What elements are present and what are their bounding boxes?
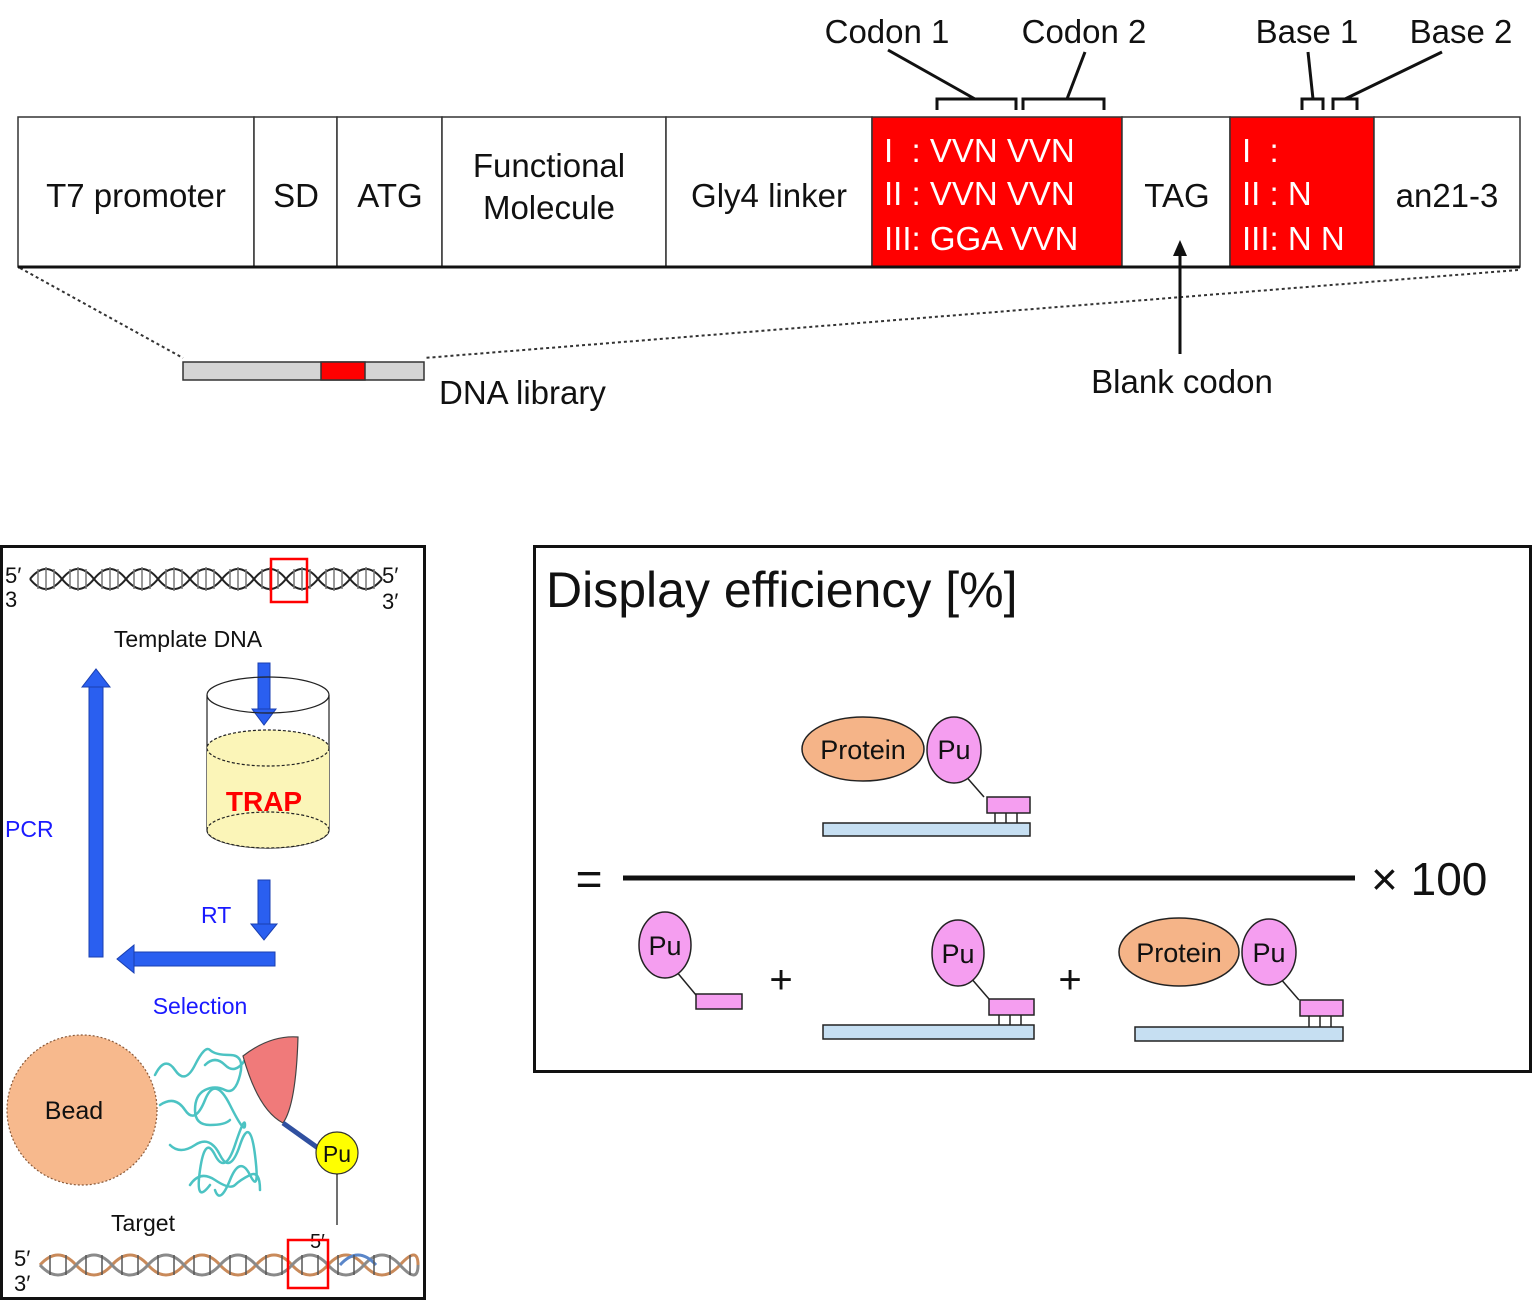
template-dna-label: Template DNA (114, 626, 263, 652)
term3-pu (1241, 918, 1297, 986)
label-functional: Functional (473, 147, 625, 184)
zoom-line-right (423, 269, 1519, 359)
segment-t7-promoter (17, 116, 255, 268)
codon2-label: Codon 2 (1022, 13, 1147, 50)
target-dna-helix (38, 1253, 420, 1277)
free-pu (638, 911, 692, 979)
term2-pu-label: Pu (941, 939, 974, 969)
codon2-bracket (1021, 51, 1106, 110)
blank-codon-label: Blank codon (1091, 363, 1273, 400)
construct-bar (17, 116, 1521, 269)
numerator-complex: Protein Pu (801, 716, 1031, 837)
label-t7-promoter: T7 promoter (46, 177, 226, 214)
trap-label: TRAP (226, 786, 302, 817)
numerator-pu-label: Pu (937, 735, 970, 765)
trap-reaction-tube (206, 676, 330, 849)
free-pu-label: Pu (648, 931, 681, 961)
segment-sd (253, 116, 338, 268)
target-3prime-left: 3′ (14, 1271, 30, 1296)
base2-label: Base 2 (1410, 13, 1513, 50)
library-variable-region (320, 361, 366, 381)
codon-line-2: II : VVN VVN (884, 175, 1075, 212)
denominator-term-protein-complex: Protein Pu (1118, 917, 1344, 1042)
base2-bracket (1331, 50, 1443, 110)
term2-strand (822, 1024, 1035, 1040)
term3-linker-block (1299, 999, 1344, 1017)
selection-arrow (116, 943, 276, 975)
base-line-1: I : (1242, 132, 1279, 169)
codon1-bracket (887, 48, 1018, 110)
pcr-label: PCR (5, 816, 54, 842)
term2-pu (931, 919, 985, 987)
pcr-arrow (80, 668, 112, 958)
base1-label: Base 1 (1256, 13, 1359, 50)
target-5prime-mark: 5′ (310, 1231, 325, 1253)
blank-codon-arrow (1173, 240, 1187, 354)
template-5prime-left: 5′ (5, 563, 21, 588)
trap-cycle-panel: 5′ 3 5′ 3′ Template DNA PCR TRAP RT Sele… (0, 545, 426, 1300)
label-gly4-linker: Gly4 linker (691, 177, 847, 214)
denominator-term-pu-strand: Pu (822, 919, 1035, 1040)
codon-line-3: III: GGA VVN (884, 220, 1078, 257)
denominator-term-free-pu: Pu (638, 911, 743, 1010)
codon1-label: Codon 1 (825, 13, 950, 50)
rt-label: RT (201, 902, 231, 928)
target-5prime-left: 5′ (14, 1246, 30, 1271)
label-an21-3: an21-3 (1396, 177, 1499, 214)
target-highlight-box (286, 1238, 330, 1290)
term3-protein-label: Protein (1136, 938, 1222, 968)
construct-diagram: T7 promoter SD ATG Functional Molecule G… (17, 13, 1521, 411)
numerator-protein-label: Protein (820, 735, 906, 765)
base-line-2: II : N (1242, 175, 1312, 212)
numerator-strand (822, 822, 1031, 837)
equals-sign: = (576, 853, 603, 905)
bead (6, 1034, 158, 1186)
dna-library-bar (182, 361, 425, 381)
codon-line-1: I : VVN VVN (884, 132, 1075, 169)
segment-gly4-linker (665, 116, 873, 268)
term3-strand (1134, 1026, 1344, 1042)
template-3prime-left: 3 (5, 587, 17, 612)
template-3prime-right: 3′ (382, 589, 398, 614)
pu-label-yellow: Pu (323, 1141, 351, 1167)
rt-arrow (249, 879, 279, 941)
base1-bracket (1300, 51, 1325, 110)
multiplier-label: × 100 (1371, 853, 1487, 905)
efficiency-title: Display efficiency [%] (546, 562, 1017, 618)
term2-linker-block (988, 998, 1035, 1016)
segment-atg (336, 116, 443, 268)
segment-base-library (1229, 116, 1375, 268)
dna-library-label: DNA library (439, 374, 606, 411)
plus-sign-2: + (1058, 958, 1081, 1002)
numerator-pu (926, 716, 982, 784)
selection-label: Selection (153, 993, 248, 1019)
target-label: Target (111, 1210, 176, 1236)
base-line-3: III: N N (1242, 220, 1345, 257)
pu-linker (281, 1120, 320, 1151)
display-efficiency-panel: Display efficiency [%] Protein Pu = × 10… (533, 545, 1532, 1073)
zoom-line-left (19, 267, 184, 359)
numerator-protein (801, 716, 925, 782)
template-dna-helix (29, 567, 383, 591)
template-highlight-box (269, 557, 309, 604)
plus-sign-1: + (769, 958, 792, 1002)
term3-pu-label: Pu (1252, 938, 1285, 968)
label-tag: TAG (1144, 177, 1209, 214)
segment-codon-library (871, 116, 1123, 268)
label-molecule: Molecule (483, 189, 615, 226)
label-sd: SD (273, 177, 319, 214)
label-atg: ATG (357, 177, 422, 214)
binding-pocket (242, 1036, 299, 1124)
segment-functional-molecule (441, 116, 667, 268)
bead-label: Bead (45, 1097, 103, 1125)
free-linker-block (695, 993, 743, 1010)
term3-protein (1118, 917, 1240, 987)
template-5prime-right: 5′ (382, 563, 398, 588)
numerator-linker-block (986, 796, 1031, 814)
